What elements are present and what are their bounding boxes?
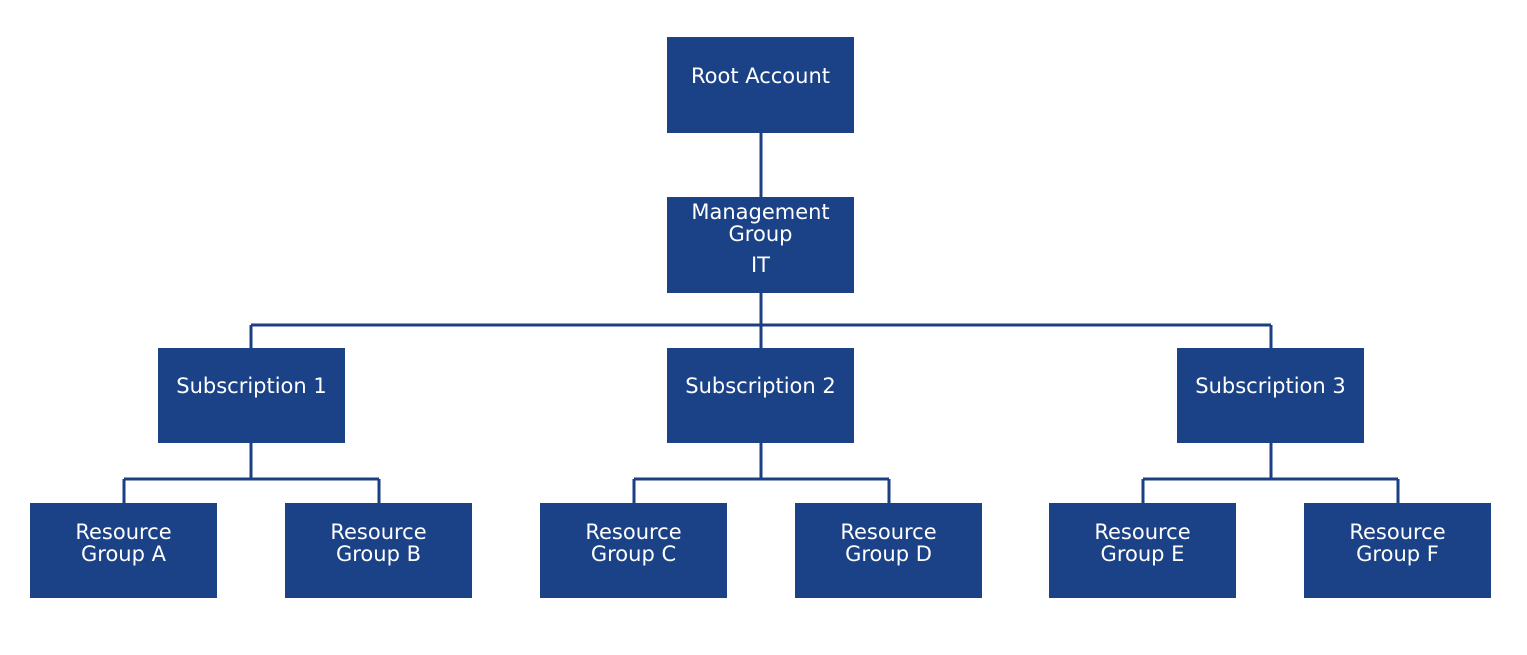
root-account-node: Root Account bbox=[667, 37, 854, 133]
subscription-1-node: Subscription 1 bbox=[158, 348, 345, 443]
resource-group-f-line1: Resource bbox=[1349, 520, 1446, 544]
management-group-line1: Management bbox=[691, 200, 830, 224]
resource-group-b-line2: Group B bbox=[335, 542, 421, 566]
resource-group-e-node: Resource Group E bbox=[1049, 503, 1236, 598]
management-group-node: Management Group IT bbox=[667, 197, 854, 293]
management-group-line2: Group bbox=[728, 222, 793, 246]
resource-group-f-line2: Group F bbox=[1356, 542, 1439, 566]
subscription-2-label: Subscription 2 bbox=[685, 374, 836, 398]
subscription-3-label: Subscription 3 bbox=[1195, 374, 1346, 398]
resource-group-a-line1: Resource bbox=[75, 520, 172, 544]
resource-group-c-line1: Resource bbox=[585, 520, 682, 544]
resource-group-e-line2: Group E bbox=[1100, 542, 1185, 566]
resource-group-a-line2: Group A bbox=[81, 542, 166, 566]
resource-group-c-line2: Group C bbox=[590, 542, 677, 566]
root-account-label: Root Account bbox=[690, 64, 831, 88]
resource-group-d-line2: Group D bbox=[845, 542, 932, 566]
resource-group-d-node: Resource Group D bbox=[795, 503, 982, 598]
subscription-2-node: Subscription 2 bbox=[667, 348, 854, 443]
resource-group-c-node: Resource Group C bbox=[540, 503, 727, 598]
subscription-3-node: Subscription 3 bbox=[1177, 348, 1364, 443]
resource-group-d-line1: Resource bbox=[840, 520, 937, 544]
resource-group-b-line1: Resource bbox=[330, 520, 427, 544]
subscription-1-label: Subscription 1 bbox=[176, 374, 327, 398]
management-group-name: IT bbox=[750, 253, 771, 277]
resource-group-b-node: Resource Group B bbox=[285, 503, 472, 598]
resource-group-e-line1: Resource bbox=[1094, 520, 1191, 544]
resource-group-f-node: Resource Group F bbox=[1304, 503, 1491, 598]
resource-group-a-node: Resource Group A bbox=[30, 503, 217, 598]
